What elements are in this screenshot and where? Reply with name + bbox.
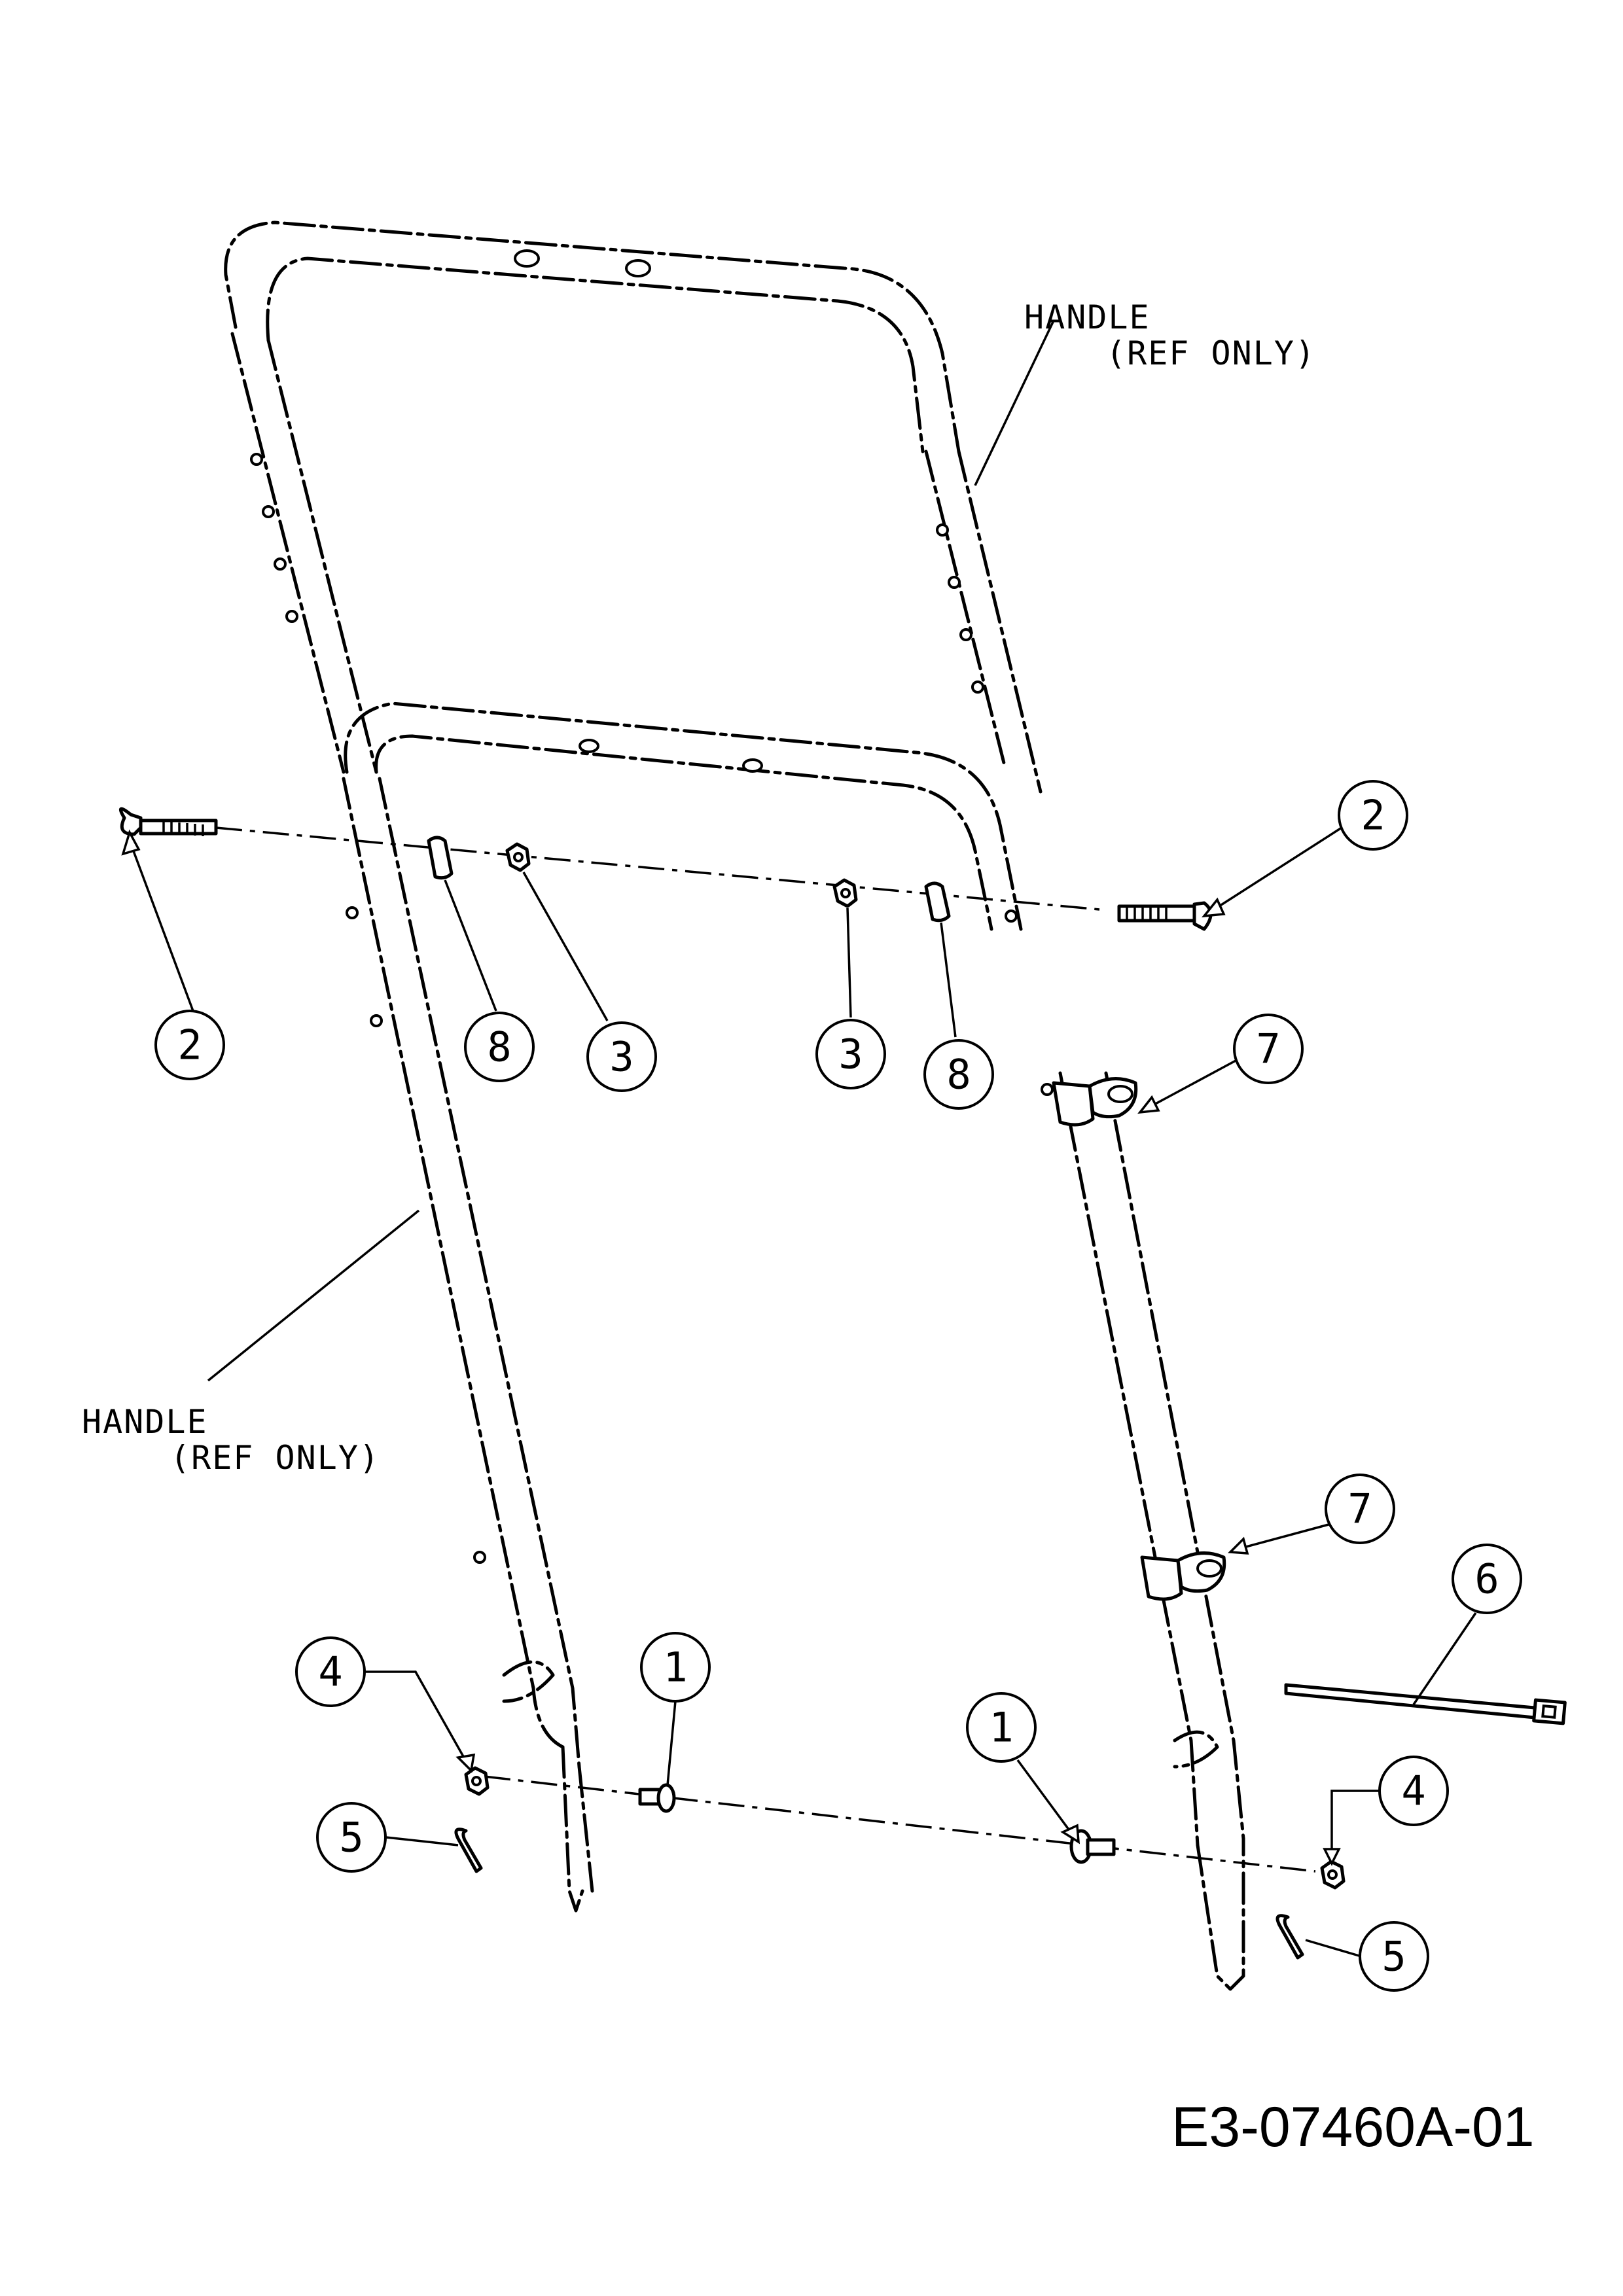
- hardware: [118, 807, 1567, 1960]
- callout-number: 2: [1361, 792, 1385, 839]
- handle-lower-label: HANDLE (REF ONLY): [82, 1403, 380, 1477]
- callout-number: 4: [318, 1648, 342, 1696]
- locknut-left: [464, 1766, 490, 1796]
- cable-clip-lower: [1140, 1551, 1226, 1601]
- callout-bubble-4-right: 4: [1378, 1756, 1449, 1826]
- callout-number: 8: [946, 1051, 971, 1099]
- handle-upper-label: HANDLE (REF ONLY): [1024, 298, 1316, 372]
- handle-lower-label-line2: (REF ONLY): [170, 1439, 380, 1477]
- handle-hole: [262, 505, 275, 518]
- handle-hole: [1005, 910, 1018, 923]
- callout-number: 4: [1401, 1767, 1425, 1815]
- nut-left: [505, 842, 531, 872]
- callout-number: 3: [609, 1033, 633, 1081]
- leaders: [121, 320, 1477, 1958]
- shoulder-bolt-left: [638, 1783, 676, 1813]
- insert-left: [427, 836, 454, 880]
- handle-hole: [948, 576, 961, 589]
- callout-number: 2: [177, 1021, 202, 1069]
- callout-number: 7: [1256, 1025, 1280, 1073]
- handle-hole: [473, 1551, 486, 1564]
- callout-bubble-3-left: 3: [586, 1021, 657, 1092]
- callout-bubble-2-left: 2: [154, 1010, 225, 1080]
- hairpin-right: [1275, 1914, 1304, 1960]
- nut-right: [832, 878, 858, 908]
- cable-tie: [1284, 1683, 1567, 1725]
- callout-number: 5: [1382, 1933, 1406, 1981]
- cable-clip-upper: [1052, 1077, 1138, 1127]
- handle-hole: [742, 758, 763, 773]
- callout-bubble-8-right: 8: [923, 1039, 994, 1110]
- callout-number: 5: [339, 1814, 363, 1862]
- callout-number: 1: [663, 1644, 687, 1691]
- handle-hole: [625, 259, 651, 277]
- callout-number: 1: [989, 1704, 1013, 1752]
- lower-handle: [342, 701, 1245, 1991]
- handle-hole: [971, 680, 984, 694]
- callout-bubble-1-right: 1: [966, 1692, 1037, 1763]
- callout-bubble-8-left: 8: [464, 1012, 535, 1082]
- handle-upper-label-line2: (REF ONLY): [1106, 334, 1316, 372]
- callout-number: 6: [1474, 1555, 1499, 1603]
- insert-right: [924, 881, 951, 923]
- callout-bubble-6: 6: [1452, 1544, 1522, 1614]
- callout-bubble-7-upper: 7: [1233, 1014, 1304, 1084]
- callout-bubble-5-left: 5: [316, 1802, 387, 1873]
- bolt-right: [1117, 901, 1213, 931]
- callout-number: 8: [487, 1023, 511, 1071]
- handle-hole: [370, 1014, 383, 1027]
- upper-handle: [224, 221, 1043, 794]
- callout-bubble-7-lower: 7: [1325, 1474, 1395, 1544]
- handle-hole: [959, 628, 972, 641]
- handle-upper-label-line1: HANDLE: [1024, 298, 1150, 336]
- callout-bubble-2-right: 2: [1338, 780, 1408, 851]
- assembly-axes: [215, 826, 1316, 1873]
- callout-number: 7: [1347, 1485, 1372, 1533]
- hairpin-left: [454, 1828, 483, 1873]
- handle-hole: [250, 453, 263, 466]
- callout-number: 3: [838, 1031, 863, 1078]
- callout-bubble-5-right: 5: [1359, 1921, 1429, 1992]
- handle-hole: [579, 739, 599, 753]
- locknut-right: [1320, 1860, 1346, 1890]
- handle-hole: [936, 523, 949, 537]
- bolt-left: [118, 807, 218, 836]
- callout-bubble-3-right: 3: [815, 1019, 886, 1089]
- callout-bubble-1-left: 1: [640, 1632, 711, 1703]
- handle-hole: [514, 249, 540, 268]
- callout-bubble-4-left: 4: [295, 1636, 366, 1707]
- handle-hole: [346, 906, 359, 919]
- handle-hole: [1041, 1083, 1054, 1096]
- handle-lower-label-line1: HANDLE: [82, 1403, 208, 1441]
- drawing-number: E3-07460A-01: [1171, 2096, 1535, 2159]
- handle-hole: [285, 610, 298, 623]
- handle-hole: [274, 557, 287, 571]
